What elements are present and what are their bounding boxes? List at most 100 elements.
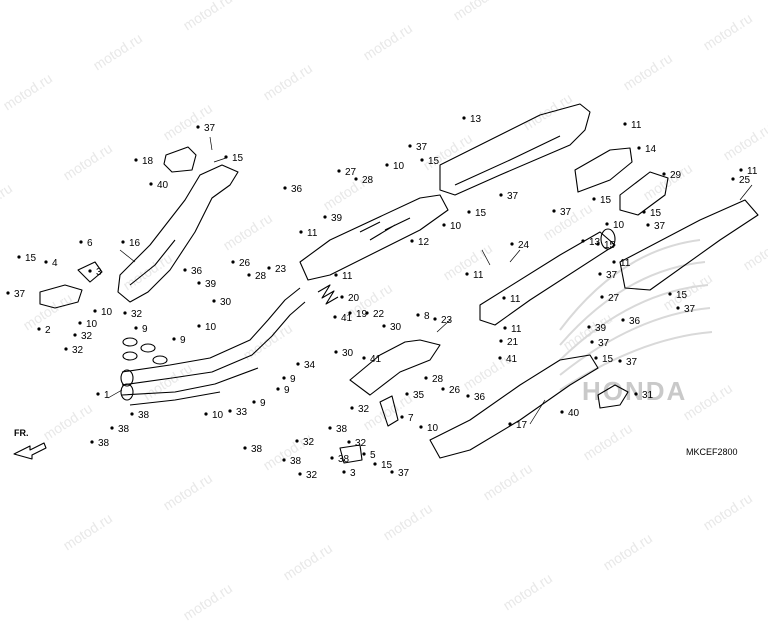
callout-number-12: 12 <box>418 237 430 248</box>
callout-number-15: 15 <box>600 195 612 206</box>
callout-bolt-marker <box>149 182 153 186</box>
part-16-heat-shield <box>117 164 239 303</box>
callout-number-37: 37 <box>560 207 572 218</box>
part-29-shield <box>619 171 669 216</box>
callout-bolt-marker <box>276 387 280 391</box>
callout-bolt-marker <box>134 326 138 330</box>
callout-bolt-marker <box>634 392 638 396</box>
callout-number-15: 15 <box>428 156 440 167</box>
callout-number-11: 11 <box>307 228 318 239</box>
callout-bolt-marker <box>295 439 299 443</box>
callout-number-10: 10 <box>613 220 625 231</box>
callout-number-9: 9 <box>260 398 266 409</box>
callout-number-1: 1 <box>104 390 110 401</box>
callout-bolt-marker <box>442 223 446 227</box>
callout-bolt-marker <box>296 362 300 366</box>
callout-bolt-marker <box>499 193 503 197</box>
callout-bolt-marker <box>6 291 10 295</box>
callout-bolt-marker <box>350 406 354 410</box>
callout-bolt-marker <box>400 415 404 419</box>
callout-number-32: 32 <box>72 345 84 356</box>
callout-number-30: 30 <box>342 348 354 359</box>
callout-bolt-marker <box>365 311 369 315</box>
callout-number-8: 8 <box>424 311 430 322</box>
callout-bolt-marker <box>73 333 77 337</box>
callout-bolt-marker <box>739 168 743 172</box>
callout-bolt-marker <box>502 296 506 300</box>
callout-number-32: 32 <box>131 309 143 320</box>
callout-bolt-marker <box>347 440 351 444</box>
callout-bolt-marker <box>408 144 412 148</box>
callout-bolt-marker <box>420 158 424 162</box>
callout-number-32: 32 <box>358 404 370 415</box>
callout-number-41: 41 <box>341 313 353 324</box>
callout-bolt-marker <box>465 272 469 276</box>
callout-number-22: 22 <box>373 309 385 320</box>
part-4-joint <box>39 284 83 309</box>
callout-bolt-marker <box>282 376 286 380</box>
callout-number-15: 15 <box>381 460 393 471</box>
callout-number-27: 27 <box>345 167 357 178</box>
callout-number-33: 33 <box>236 407 248 418</box>
part-8-pipe <box>349 339 441 396</box>
parts-diagram: HONDA <box>6 103 759 481</box>
callout-bolt-marker <box>382 324 386 328</box>
callout-bolt-marker <box>340 295 344 299</box>
callout-bolt-marker <box>462 116 466 120</box>
callout-number-10: 10 <box>101 307 113 318</box>
part-5-clamp <box>339 444 363 464</box>
callout-number-38: 38 <box>336 424 348 435</box>
callout-bolt-marker <box>348 311 352 315</box>
callout-number-9: 9 <box>290 374 296 385</box>
part-1-exhaust-pipe <box>121 287 306 406</box>
callout-number-9: 9 <box>142 324 148 335</box>
callout-bolt-marker <box>596 242 600 246</box>
callout-bolt-marker <box>96 392 100 396</box>
callout-bolt-marker <box>560 410 564 414</box>
callout-number-39: 39 <box>331 213 343 224</box>
callout-number-15: 15 <box>650 208 662 219</box>
callout-bolt-marker <box>328 426 332 430</box>
callout-bolt-marker <box>510 242 514 246</box>
callout-bolt-marker <box>78 321 82 325</box>
callout-number-10: 10 <box>205 322 217 333</box>
callout-bolt-marker <box>334 350 338 354</box>
callout-number-9: 9 <box>284 385 290 396</box>
callout-bolt-marker <box>623 122 627 126</box>
callout-bolt-marker <box>123 311 127 315</box>
callout-bolt-marker <box>354 177 358 181</box>
part-17-shield <box>429 354 599 459</box>
callout-bolt-marker <box>668 292 672 296</box>
callout-bolt-marker <box>592 197 596 201</box>
callout-number-37: 37 <box>598 338 610 349</box>
callout-bolt-marker <box>605 222 609 226</box>
callout-number-11: 11 <box>631 120 642 131</box>
callout-bolt-marker <box>594 356 598 360</box>
callout-bolt-marker <box>44 260 48 264</box>
callout-number-37: 37 <box>606 270 618 281</box>
callout-number-41: 41 <box>370 354 382 365</box>
part-12-chamber <box>299 194 449 281</box>
callout-bolt-marker <box>267 266 271 270</box>
callout-number-15: 15 <box>232 153 244 164</box>
part-13-cover <box>439 103 591 196</box>
callout-number-11: 11 <box>510 294 521 305</box>
diagram-code: MKCEF2800 <box>686 447 738 457</box>
callout-number-11: 11 <box>511 324 522 335</box>
callout-number-30: 30 <box>220 297 232 308</box>
callout-number-41: 41 <box>506 354 518 365</box>
callout-number-23: 23 <box>441 315 453 326</box>
callout-number-38: 38 <box>290 456 302 467</box>
callout-bolt-marker <box>333 315 337 319</box>
callout-bolt-marker <box>612 260 616 264</box>
callout-bolt-marker <box>373 462 377 466</box>
callout-bolt-marker <box>224 155 228 159</box>
callout-bolt-marker <box>467 210 471 214</box>
callout-number-37: 37 <box>684 304 696 315</box>
callout-number-37: 37 <box>626 357 638 368</box>
part-20-spring <box>317 284 339 305</box>
callout-number-17: 17 <box>516 420 528 431</box>
callout-bolt-marker <box>676 306 680 310</box>
callout-bolt-marker <box>503 326 507 330</box>
callout-bolt-marker <box>600 295 604 299</box>
